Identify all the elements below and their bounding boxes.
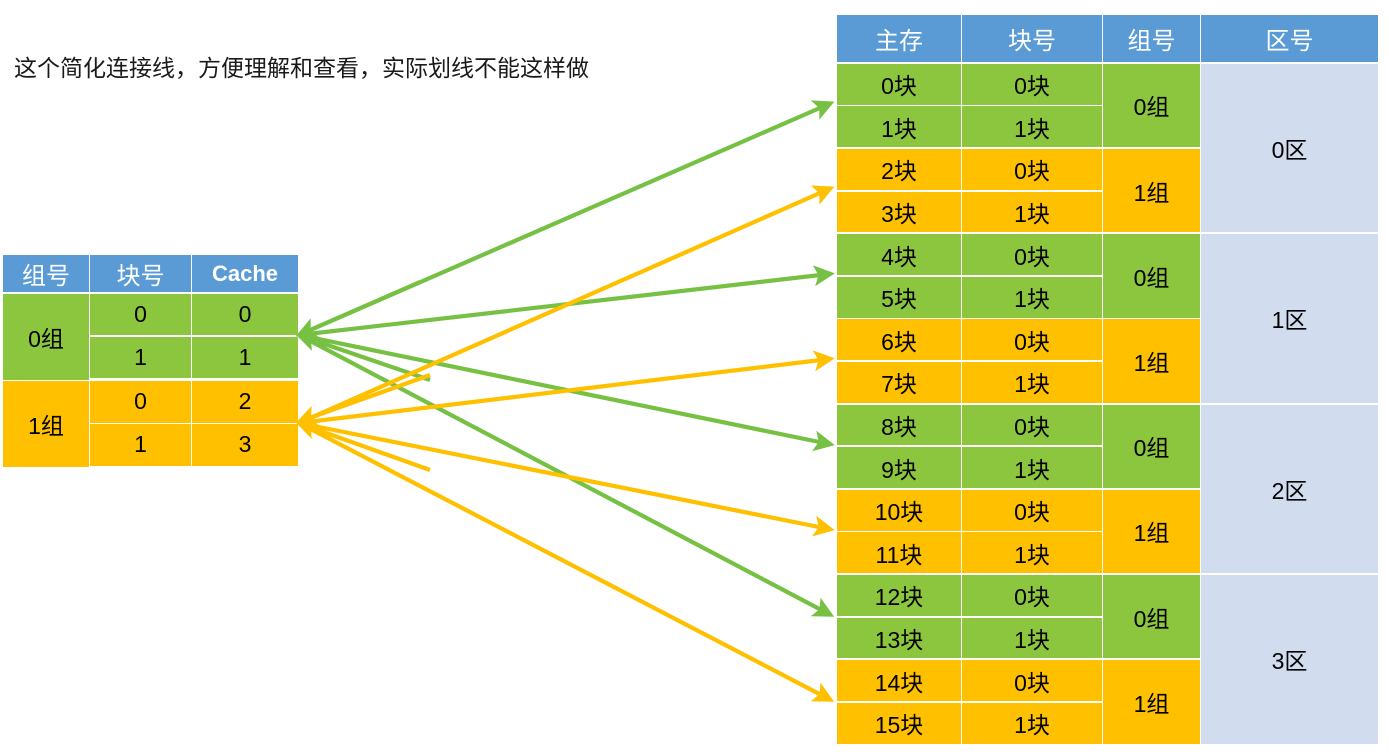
memory-group-label: 1组 (1103, 660, 1200, 744)
arrow-orange-into-cache-a (295, 373, 431, 426)
memory-block-number: 1块 (962, 532, 1102, 574)
cache-header-2: Cache (192, 255, 298, 292)
cache-line-number: 1 (192, 336, 298, 378)
memory-main-block: 3块 (837, 191, 961, 233)
arrow-orange-to-zone1 (298, 350, 835, 426)
memory-block-number: 0块 (962, 149, 1102, 190)
arrow-green-into-cache-b (295, 330, 431, 382)
memory-main-block: 0块 (837, 63, 961, 105)
memory-header-2: 组号 (1103, 15, 1200, 62)
memory-zone-label-0: 0区 (1201, 63, 1378, 233)
memory-block-number: 1块 (962, 362, 1102, 403)
cache-line-number: 0 (192, 293, 298, 335)
memory-block-number: 0块 (962, 319, 1102, 361)
memory-main-block: 1块 (837, 106, 961, 148)
memory-group-label: 0组 (1103, 63, 1200, 148)
arrow-orange-into-cache-b (295, 419, 431, 472)
arrow-orange-to-zone2 (298, 420, 835, 537)
memory-main-block: 14块 (837, 660, 961, 701)
cache-line-number: 3 (192, 424, 298, 466)
memory-group-label: 0组 (1103, 404, 1200, 488)
memory-zone-label-1: 1区 (1201, 234, 1378, 403)
arrow-green-to-zone3 (298, 333, 835, 617)
memory-header-0: 主存 (837, 15, 961, 62)
memory-group-label: 1组 (1103, 489, 1200, 574)
cache-line-number: 2 (192, 381, 298, 423)
memory-main-block: 5块 (837, 276, 961, 318)
memory-block-number: 1块 (962, 702, 1102, 744)
memory-header-1: 块号 (962, 15, 1102, 62)
cache-block-number: 0 (90, 293, 191, 335)
memory-group-label: 1组 (1103, 149, 1200, 233)
memory-main-block: 6块 (837, 319, 961, 361)
memory-block-number: 0块 (962, 489, 1102, 531)
memory-main-block: 11块 (837, 532, 961, 574)
cache-header-1: 块号 (90, 255, 191, 292)
memory-zone-label-3: 3区 (1201, 575, 1378, 744)
memory-main-block: 10块 (837, 489, 961, 531)
memory-main-block: 4块 (837, 234, 961, 275)
cache-group-label-1: 1组 (3, 381, 89, 467)
arrow-green-to-zone0 (298, 100, 835, 337)
arrow-orange-to-zone0 (298, 185, 835, 425)
arrow-green-into-cache-a (295, 280, 421, 338)
memory-block-number: 1块 (962, 276, 1102, 318)
memory-main-block: 13块 (837, 617, 961, 659)
memory-block-number: 0块 (962, 404, 1102, 446)
arrow-group-orange (295, 185, 835, 702)
memory-block-number: 0块 (962, 234, 1102, 275)
memory-block-number: 0块 (962, 63, 1102, 105)
memory-group-label: 0组 (1103, 234, 1200, 318)
cache-header-0: 组号 (3, 255, 89, 292)
arrow-green-to-zone2 (298, 332, 835, 452)
memory-block-number: 1块 (962, 106, 1102, 148)
memory-main-block: 9块 (837, 447, 961, 488)
arrow-group-green (295, 100, 835, 617)
memory-block-number: 0块 (962, 660, 1102, 701)
diagram-caption: 这个简化连接线，方便理解和查看，实际划线不能这样做 (14, 56, 589, 81)
memory-block-number: 1块 (962, 447, 1102, 488)
memory-main-block: 8块 (837, 404, 961, 446)
cache-block-number: 0 (90, 381, 191, 423)
memory-main-block: 7块 (837, 362, 961, 403)
memory-header-3: 区号 (1201, 15, 1378, 62)
cache-block-number: 1 (90, 424, 191, 466)
memory-main-block: 12块 (837, 575, 961, 616)
memory-block-number: 1块 (962, 191, 1102, 233)
memory-main-block: 2块 (837, 149, 961, 190)
memory-block-number: 0块 (962, 575, 1102, 616)
memory-main-block: 15块 (837, 702, 961, 744)
arrow-orange-to-zone3 (298, 421, 835, 702)
memory-block-number: 1块 (962, 617, 1102, 659)
memory-group-label: 0组 (1103, 575, 1200, 659)
cache-block-number: 1 (90, 336, 191, 378)
arrow-green-to-zone1 (298, 265, 835, 338)
memory-zone-label-2: 2区 (1201, 404, 1378, 574)
cache-group-label-0: 0组 (3, 293, 89, 380)
memory-group-label: 1组 (1103, 319, 1200, 403)
